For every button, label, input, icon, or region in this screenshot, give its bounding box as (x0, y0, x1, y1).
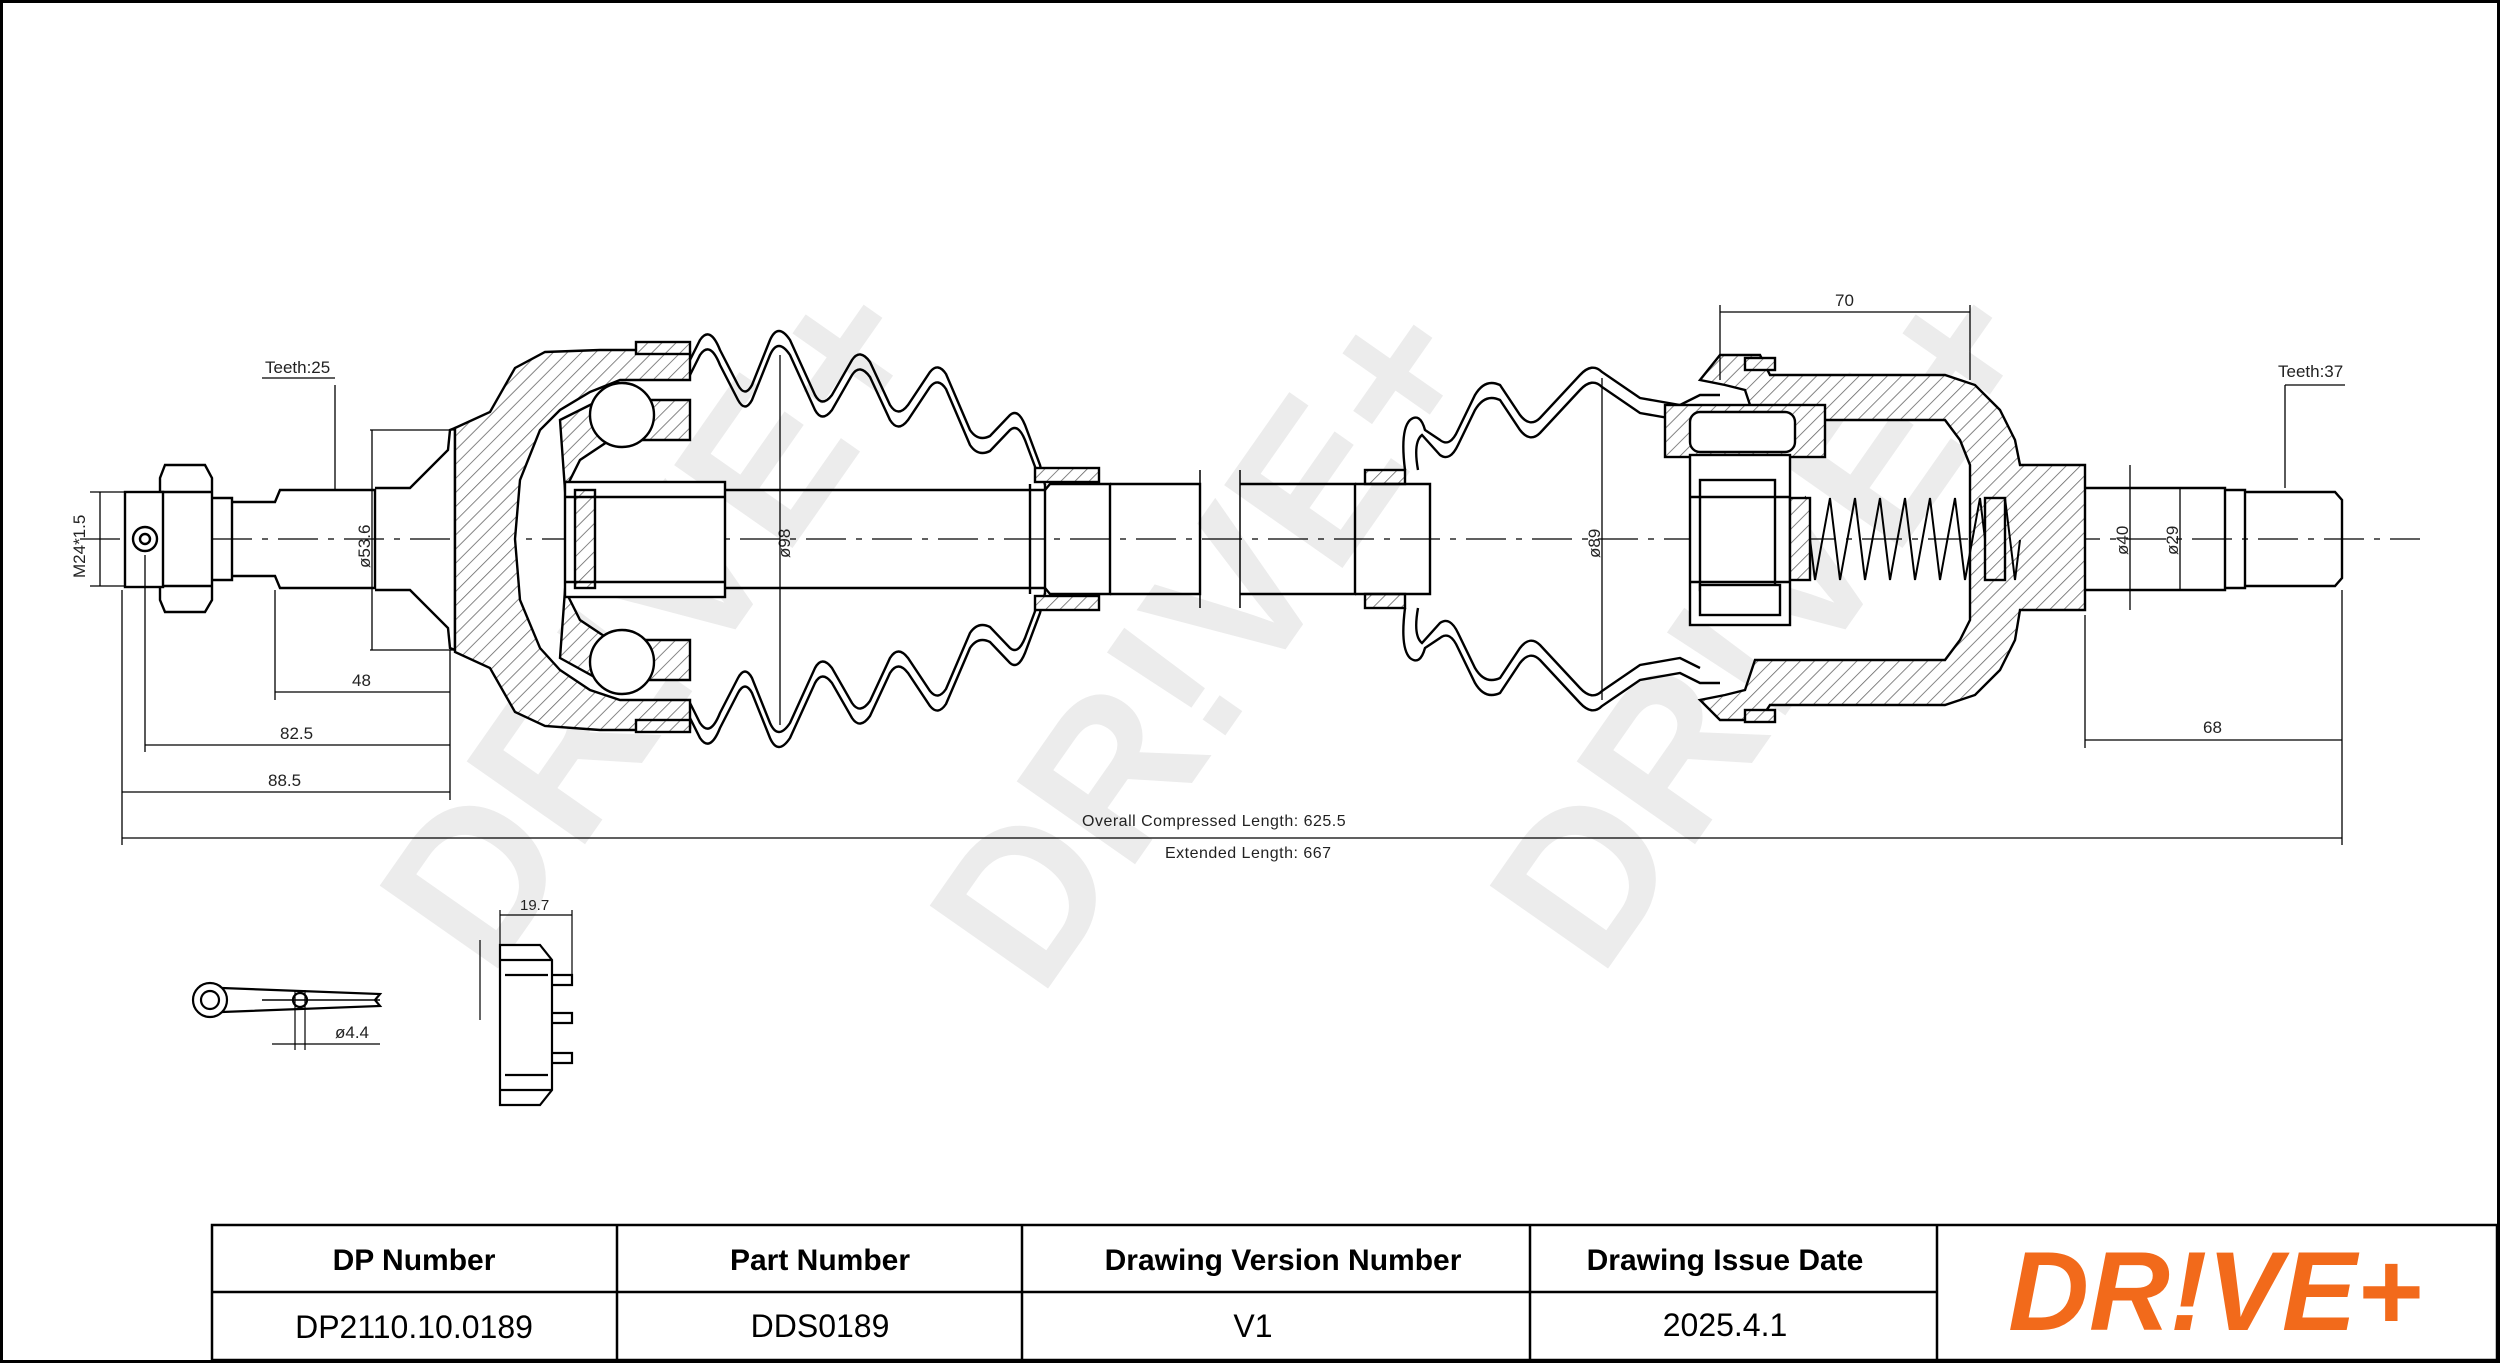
right-stub-shaft (2085, 486, 2227, 592)
cv-ball-top (588, 381, 656, 449)
header-dp-number: DP Number (333, 1244, 496, 1277)
dim-left-diameter: ø53.6 (355, 525, 374, 568)
inner-cv-housing (1697, 353, 2087, 722)
dim-82-5: 82.5 (280, 724, 313, 743)
dim-68: 68 (2203, 718, 2222, 737)
title-block: DP Number Part Number Drawing Version Nu… (210, 1223, 2499, 1362)
value-drawing-version: V1 (1233, 1308, 1272, 1344)
right-teeth-label: Teeth:37 (2278, 362, 2343, 381)
dim-left-boot-diameter: ø98 (775, 529, 794, 558)
cotter-pin: ø4.4 (191, 981, 383, 1050)
dim-right-outer-diameter: ø40 (2113, 526, 2132, 555)
overall-compressed-length: Overall Compressed Length: 625.5 (1082, 813, 1346, 830)
dim-right-boot-diameter: ø89 (1585, 529, 1604, 558)
hub-nut (123, 463, 377, 614)
dimensions: Teeth:25 M24*1.5 ø53.6 ø98 ø89 ø40 ø29 T… (70, 291, 2345, 862)
cap-width-label: 19.7 (520, 897, 549, 914)
value-issue-date: 2025.4.1 (1663, 1307, 1788, 1343)
left-teeth-label: Teeth:25 (265, 358, 330, 377)
thread-label: M24*1.5 (70, 515, 89, 578)
inner-boot (1402, 366, 1720, 471)
outer-cv-housing (453, 348, 692, 732)
dim-right-inner-diameter: ø29 (2163, 526, 2182, 555)
value-dp-number: DP2110.10.0189 (295, 1309, 533, 1345)
drive-plus-logo: DR!VE+ (2008, 1229, 2422, 1354)
locking-cap: 19.7 (479, 897, 574, 1107)
value-part-number: DDS0189 (751, 1308, 890, 1344)
header-part-number: Part Number (730, 1244, 910, 1277)
cv-ball-bottom (588, 628, 656, 696)
drive-shaft-drawing (80, 329, 2420, 749)
dim-70: 70 (1835, 291, 1854, 310)
header-issue-date: Drawing Issue Date (1587, 1244, 1864, 1277)
pin-diameter-label: ø4.4 (335, 1023, 369, 1042)
outer-boot (688, 329, 1047, 486)
dim-48: 48 (352, 671, 371, 690)
extended-length: Extended Length: 667 (1165, 845, 1332, 862)
dim-88-5: 88.5 (268, 771, 301, 790)
header-drawing-version: Drawing Version Number (1105, 1244, 1462, 1277)
